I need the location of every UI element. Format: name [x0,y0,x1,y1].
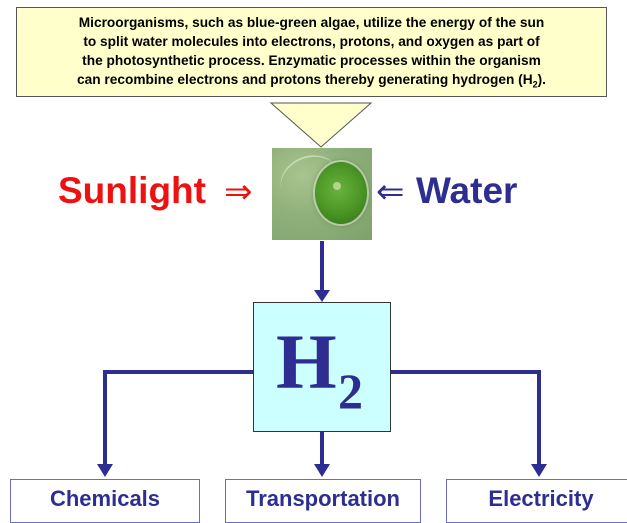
algae-cell [315,162,367,224]
hydrogen-subscript: 2 [338,363,363,419]
caption-formula-subscript: 2 [532,79,538,90]
caption-line-1: Microorganisms, such as blue-green algae… [78,15,545,30]
water-label: Water [416,170,518,211]
caption-formula-close: ). [537,72,546,87]
caption-line-2: to split water molecules into electrons,… [83,34,540,49]
caption-line-4: can recombine electrons and protons ther… [25,70,598,95]
output-chemicals: Chemicals [10,479,200,523]
caption-line-3: the photosynthetic process. Enzymatic pr… [82,53,541,68]
algae-photo [272,148,372,240]
caption-line-4-text: can recombine electrons and protons ther… [77,72,533,87]
water-arrow-icon: ⇐ [376,172,405,212]
hydrogen-symbol: H [276,318,337,405]
funnel-triangle [269,102,373,148]
sunlight-label: Sunlight [58,170,206,211]
arrowhead-electricity [531,464,547,477]
output-electricity: Electricity [446,479,627,523]
branch-to-electricity [391,370,541,468]
hydrogen-box: H 2 [253,302,391,432]
sunlight-arrow-icon: ⇒ [224,172,253,212]
caption-box: Microorganisms, such as blue-green algae… [16,7,607,97]
arrowhead-transportation [314,464,330,477]
output-transportation: Transportation [225,479,421,523]
branch-to-chemicals [103,370,253,468]
arrowhead-photo-to-h2 [314,290,330,302]
arrowhead-chemicals [97,464,113,477]
cell-highlight [333,182,341,190]
